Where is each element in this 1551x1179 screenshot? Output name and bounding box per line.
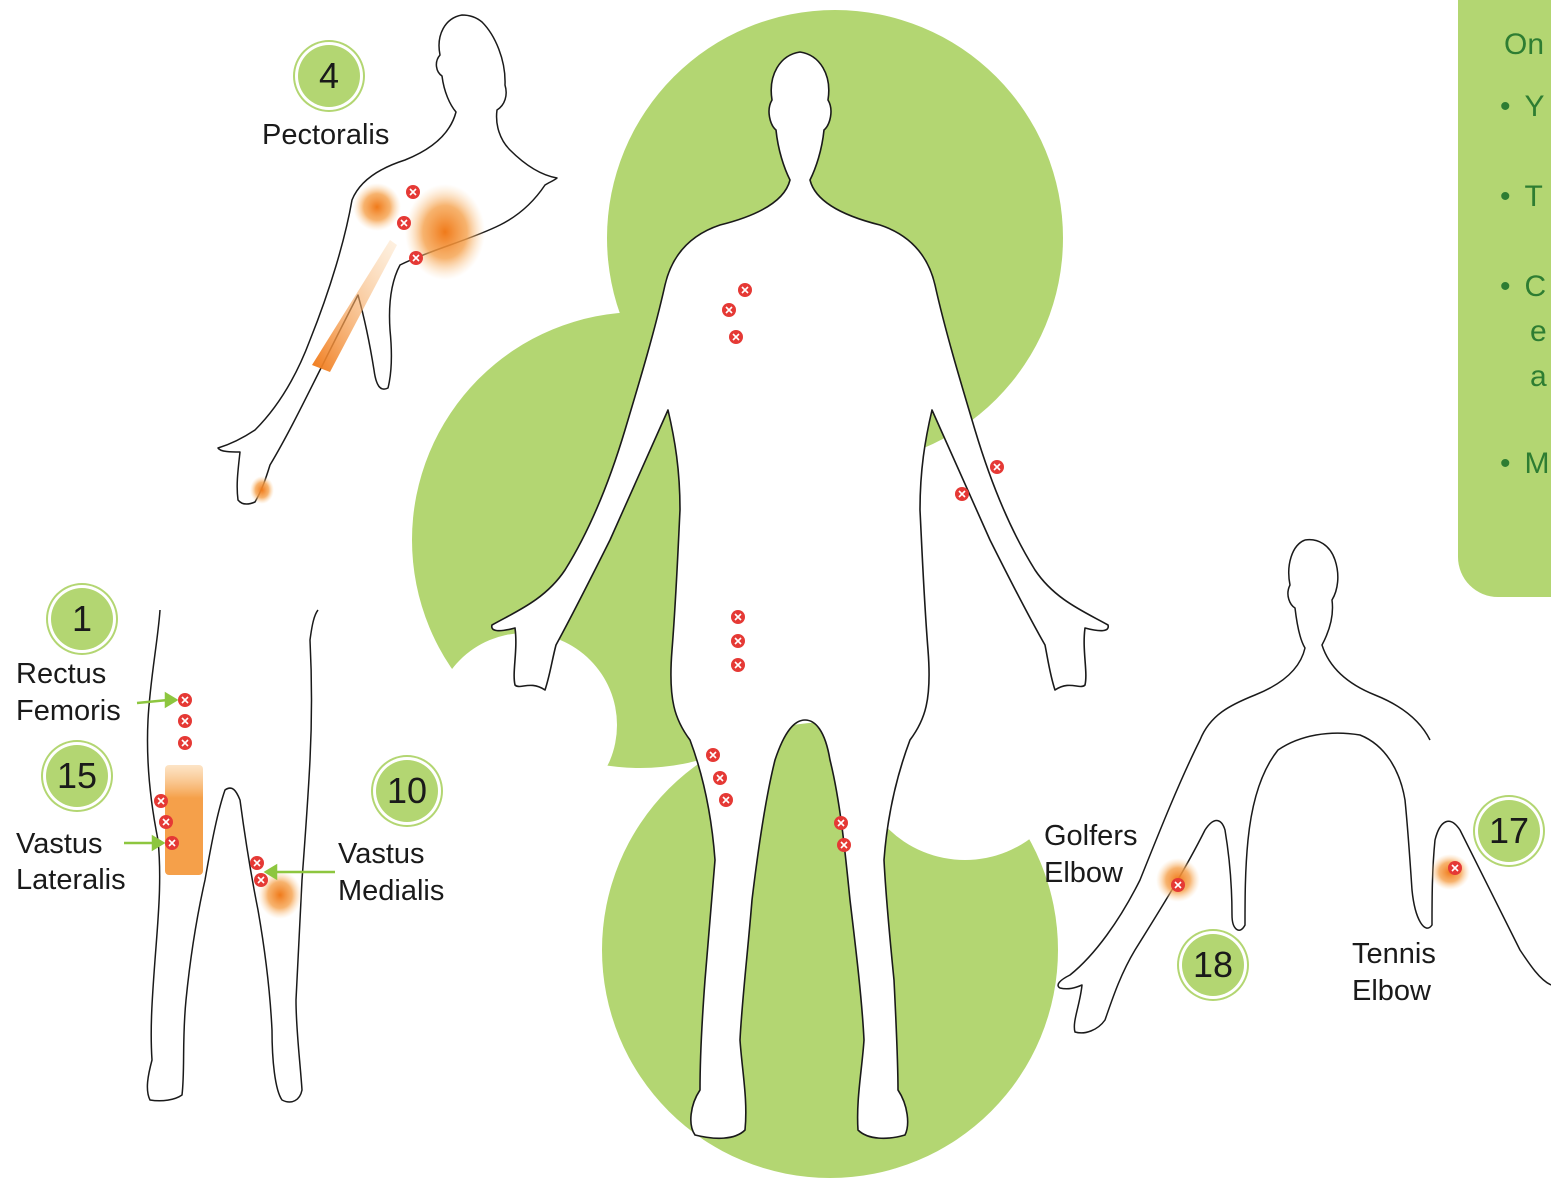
trigger-point-icon [1171, 878, 1185, 892]
trigger-point-icon [713, 771, 727, 785]
trigger-point-icon [719, 793, 733, 807]
label-tennis-elbow-2: Elbow [1352, 973, 1431, 1009]
label-golfers-elbow-1: Golfers [1044, 818, 1137, 854]
label-pectoralis: Pectoralis [262, 117, 389, 153]
badge-pectoralis: 4 [298, 45, 360, 107]
trigger-point-icon [178, 736, 192, 750]
trigger-point-icon [159, 815, 173, 829]
trigger-point-icon [731, 610, 745, 624]
badge-vastus-medialis: 10 [376, 760, 438, 822]
trigger-point-icon [955, 487, 969, 501]
trigger-point-icon [406, 185, 420, 199]
pain-area-icon [353, 183, 401, 231]
pain-area-icon [250, 476, 274, 504]
trigger-point-icon [731, 658, 745, 672]
pain-area-icon [405, 184, 485, 280]
trigger-point-icon [834, 816, 848, 830]
badge-vastus-lateralis: 15 [46, 745, 108, 807]
label-vastus-medialis-2: Medialis [338, 873, 444, 909]
label-vastus-lateralis-2: Lateralis [16, 862, 126, 898]
badge-tennis-elbow: 17 [1478, 800, 1540, 862]
label-rectus-femoris-2: Femoris [16, 693, 121, 729]
trigger-point-icon [729, 330, 743, 344]
trigger-point-icon [165, 836, 179, 850]
label-vastus-lateralis-1: Vastus [16, 826, 103, 862]
trigger-point-icon [706, 748, 720, 762]
arrow-icon [124, 837, 163, 849]
label-vastus-medialis-1: Vastus [338, 836, 425, 872]
main-body-outline [492, 52, 1109, 1138]
trigger-point-icon [837, 838, 851, 852]
badge-rectus-femoris: 1 [51, 588, 113, 650]
trigger-point-icon [1448, 861, 1462, 875]
trigger-point-icon [178, 693, 192, 707]
trigger-point-icon [178, 714, 192, 728]
trigger-point-icon [722, 303, 736, 317]
trigger-point-icon [738, 283, 752, 297]
trigger-point-icon [254, 873, 268, 887]
trigger-point-icon [409, 251, 423, 265]
badge-golfers-elbow: 18 [1182, 934, 1244, 996]
elbow-figure-outline [1058, 540, 1551, 1033]
trigger-point-icon [397, 216, 411, 230]
label-tennis-elbow-1: Tennis [1352, 936, 1436, 972]
label-rectus-femoris-1: Rectus [16, 656, 106, 692]
trigger-point-icon [250, 856, 264, 870]
label-golfers-elbow-2: Elbow [1044, 855, 1123, 891]
trigger-point-icon [731, 634, 745, 648]
trigger-point-icon [990, 460, 1004, 474]
trigger-point-icon [154, 794, 168, 808]
